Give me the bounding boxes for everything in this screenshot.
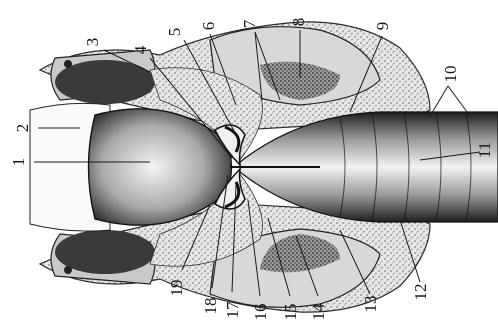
- label-12: 12: [411, 284, 430, 301]
- label-11: 11: [475, 142, 494, 158]
- label-17: 17: [223, 301, 242, 319]
- label-18: 18: [201, 298, 220, 315]
- label-14: 14: [309, 303, 328, 321]
- label-16: 16: [251, 304, 270, 321]
- label-2: 2: [13, 124, 32, 133]
- label-15: 15: [281, 304, 300, 321]
- label-10: 10: [441, 66, 460, 83]
- label-1: 1: [9, 158, 28, 167]
- label-7: 7: [240, 19, 259, 28]
- label-13: 13: [361, 296, 380, 313]
- label-9: 9: [373, 22, 392, 31]
- label-4: 4: [131, 45, 150, 54]
- label-6: 6: [199, 22, 218, 31]
- label-5: 5: [165, 28, 184, 37]
- label-19: 19: [167, 280, 186, 297]
- label-3: 3: [83, 38, 102, 47]
- label-8: 8: [289, 18, 308, 27]
